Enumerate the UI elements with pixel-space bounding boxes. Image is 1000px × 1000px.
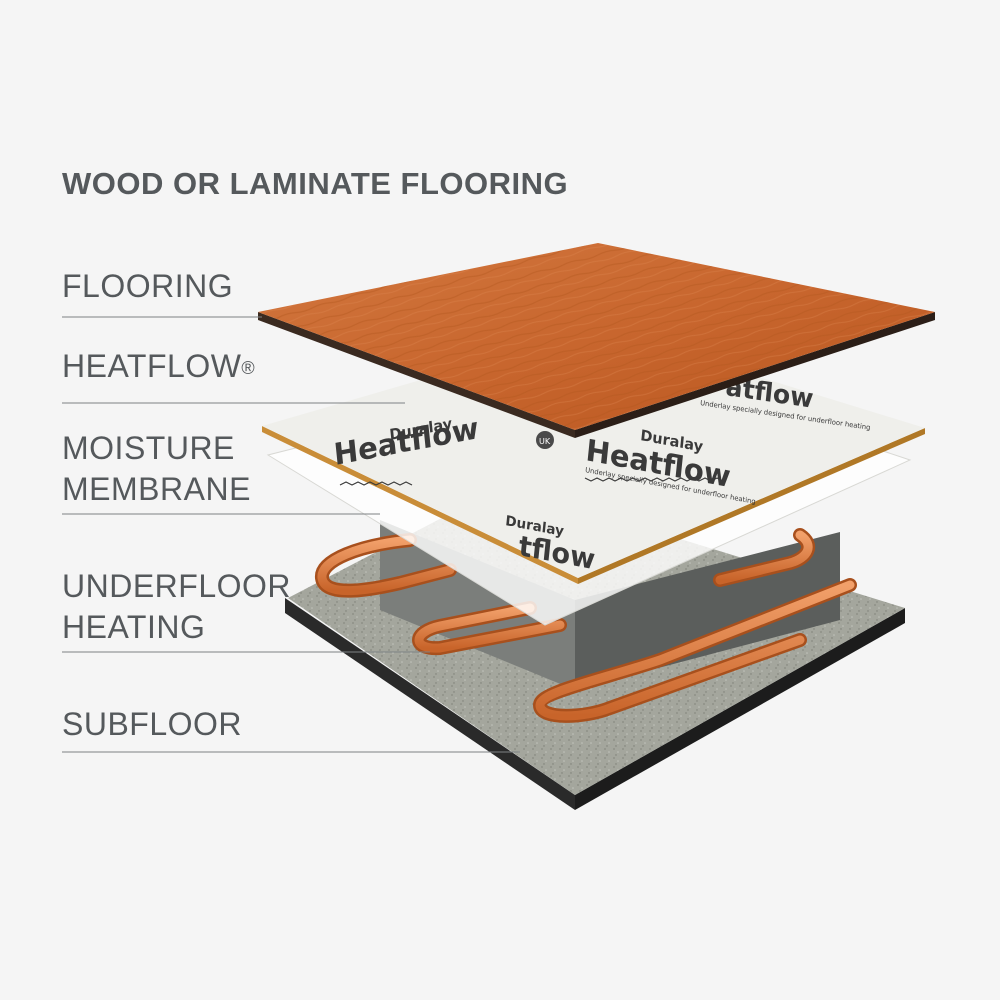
wood-flooring-layer xyxy=(258,243,935,438)
registered-mark: ® xyxy=(241,358,256,378)
label-subfloor: SUBFLOOR xyxy=(62,704,242,745)
label-heatflow-text: HEATFLOW xyxy=(62,348,242,384)
heatflow-board-layer: Duralay Heatflow Duralay Heatflow Underl… xyxy=(262,328,925,584)
heating-pipes xyxy=(315,528,857,723)
label-subfloor-text: SUBFLOOR xyxy=(62,706,243,742)
label-moisture-membrane-line-2: MEMBRANE xyxy=(62,471,251,507)
label-heatflow: HEATFLOW® xyxy=(62,346,255,387)
label-moisture-membrane: MOISTURE MEMBRANE xyxy=(62,428,251,510)
label-flooring-text: FLOORING xyxy=(62,268,234,304)
board-zigzag-left xyxy=(339,481,413,486)
label-flooring: FLOORING xyxy=(62,266,233,307)
leader-lines xyxy=(62,316,520,753)
label-moisture-membrane-line-1: MOISTURE xyxy=(62,430,235,466)
label-underfloor-heating: UNDERFLOOR HEATING xyxy=(62,566,291,648)
label-underfloor-heating-line-1: UNDERFLOOR xyxy=(62,568,292,604)
uk-badge-icon: UK xyxy=(536,431,554,449)
diagram-title: WOOD OR LAMINATE FLOORING xyxy=(62,166,569,201)
svg-text:UK: UK xyxy=(539,437,551,446)
board-zigzag-right xyxy=(584,477,724,482)
label-underfloor-heating-line-2: HEATING xyxy=(62,609,206,645)
